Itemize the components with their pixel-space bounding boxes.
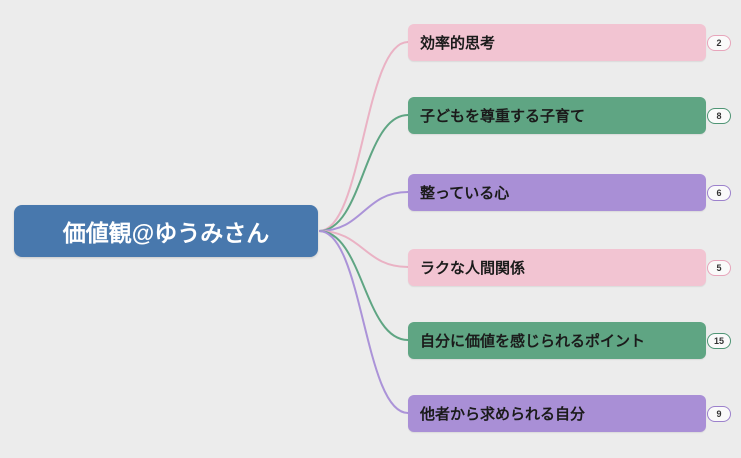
connector-branch-1 xyxy=(318,41,409,232)
branch-node-3-count-badge[interactable]: 6 xyxy=(707,185,731,201)
branch-node-6-label: 他者から求められる自分 xyxy=(420,406,586,423)
branch-node-4-count-badge[interactable]: 5 xyxy=(707,260,731,276)
branch-node-5-count-badge[interactable]: 15 xyxy=(707,333,731,349)
connector-branch-5 xyxy=(318,230,409,341)
branch-node-2-count: 8 xyxy=(716,111,722,121)
branch-node-1[interactable]: 効率的思考 xyxy=(408,24,706,61)
branch-node-6-count-badge[interactable]: 9 xyxy=(707,406,731,422)
branch-node-3-count: 6 xyxy=(716,188,722,198)
root-node-label: 価値観@ゆうみさん xyxy=(62,220,270,246)
branch-node-1-count-badge[interactable]: 2 xyxy=(707,35,731,51)
branch-node-1-label: 効率的思考 xyxy=(420,35,496,52)
branch-node-4-label: ラクな人間関係 xyxy=(420,260,526,277)
branch-node-1-count: 2 xyxy=(716,38,722,48)
branch-node-6-count: 9 xyxy=(716,409,722,419)
connector-branch-3 xyxy=(318,191,409,232)
branch-node-4[interactable]: ラクな人間関係 xyxy=(408,249,706,286)
branch-node-2[interactable]: 子どもを尊重する子育て xyxy=(408,97,706,134)
connector-branch-2 xyxy=(318,114,409,232)
branch-node-5-count: 15 xyxy=(713,336,724,346)
connector-branch-4 xyxy=(318,230,409,268)
branch-node-5-label: 自分に価値を感じられるポイント xyxy=(420,333,646,350)
connector-branch-6 xyxy=(318,230,409,414)
branch-node-3-label: 整っている心 xyxy=(420,185,510,202)
branch-node-2-label: 子どもを尊重する子育て xyxy=(420,108,586,125)
branch-node-4-count: 5 xyxy=(716,263,722,273)
branch-node-5[interactable]: 自分に価値を感じられるポイント xyxy=(408,322,706,359)
branch-node-2-count-badge[interactable]: 8 xyxy=(707,108,731,124)
branch-node-3[interactable]: 整っている心 xyxy=(408,174,706,211)
root-node[interactable]: 価値観@ゆうみさん xyxy=(14,205,318,257)
branch-node-6[interactable]: 他者から求められる自分 xyxy=(408,395,706,432)
